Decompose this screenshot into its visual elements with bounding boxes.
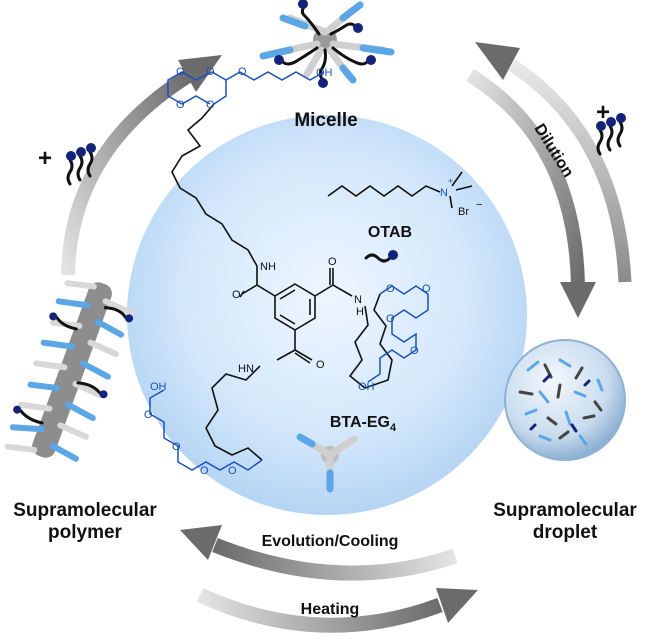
otab-n-atom: N xyxy=(440,187,448,199)
atom-hn-3: HN xyxy=(238,363,254,375)
atom-oh-right: OH xyxy=(358,381,375,393)
label-heating: Heating xyxy=(300,601,360,618)
atom-nh-1: NH xyxy=(260,261,276,273)
atom-o-amide-2: O xyxy=(328,256,337,268)
label-droplet-line1: Supramolecular xyxy=(493,500,637,521)
atom-o-12: O xyxy=(200,465,209,477)
arrow-micelle-to-droplet xyxy=(466,69,585,286)
atom-o-5: O xyxy=(206,99,215,111)
atom-oh-top: OH xyxy=(316,67,333,79)
arrowhead-micelle-to-droplet xyxy=(560,282,596,318)
arrow-polymer-to-micelle xyxy=(61,69,194,276)
surfactant-glyph-left xyxy=(66,143,96,186)
bta-eg4-structure: OH O O O O O O NH O N H O HN O O O O OH … xyxy=(144,66,431,477)
atom-o-10: O xyxy=(144,409,153,421)
atom-o-amide-1: O xyxy=(232,289,241,301)
surfactant-glyph-right xyxy=(596,113,626,156)
arrowhead-polymer-to-micelle xyxy=(178,55,222,92)
label-micelle: Micelle xyxy=(294,110,358,131)
plus-sign-left: + xyxy=(37,145,52,172)
atom-o-7: O xyxy=(422,283,431,295)
atom-o-4: O xyxy=(176,99,185,111)
label-bta-eg4-base: BTA-EG xyxy=(329,414,390,431)
otab-br-charge: − xyxy=(476,199,482,211)
atom-o-11: O xyxy=(172,441,181,453)
droplet-illustration xyxy=(504,339,626,461)
otab-plus-charge: + xyxy=(448,176,453,186)
atom-o-2: O xyxy=(206,66,215,78)
label-evolution-cooling: Evolution/Cooling xyxy=(261,533,399,550)
polymer-illustration xyxy=(4,280,135,462)
atom-h-2: H xyxy=(356,306,364,318)
bta-molecule-glyph xyxy=(296,433,358,493)
atom-o-3: O xyxy=(238,66,247,78)
arrowhead-evolution-cooling xyxy=(180,525,222,560)
label-polymer-line2: polymer xyxy=(48,522,122,543)
atom-o-8: O xyxy=(386,313,395,325)
atom-n-2: N xyxy=(354,294,362,306)
otab-br: Br xyxy=(458,206,469,218)
arrowhead-heating xyxy=(436,588,478,623)
label-bta-eg4: BTA-EG4 xyxy=(318,414,408,434)
arrow-droplet-to-micelle xyxy=(508,59,632,283)
atom-o-amide-3: O xyxy=(316,359,325,371)
center-circle xyxy=(127,115,527,515)
label-bta-eg4-sub: 4 xyxy=(390,422,397,435)
arrowhead-droplet-to-micelle xyxy=(475,42,520,80)
label-otab: OTAB xyxy=(367,224,413,241)
label-polymer: Supramolecular polymer xyxy=(5,500,165,544)
label-droplet-line2: droplet xyxy=(532,522,598,543)
atom-o-9: O xyxy=(410,345,419,357)
arrow-heating xyxy=(196,588,443,633)
atom-oh-bottom: OH xyxy=(150,381,167,393)
label-droplet: Supramolecular droplet xyxy=(480,500,650,544)
micelle-illustration xyxy=(259,0,395,88)
label-polymer-line1: Supramolecular xyxy=(13,500,157,521)
plus-sign-right: + xyxy=(595,99,610,126)
atom-o-6: O xyxy=(386,283,395,295)
arrow-evolution-cooling xyxy=(212,538,458,581)
atom-o-1: O xyxy=(176,66,185,78)
atom-o-13: O xyxy=(228,465,237,477)
otab-structure: N + Br − xyxy=(327,171,482,263)
